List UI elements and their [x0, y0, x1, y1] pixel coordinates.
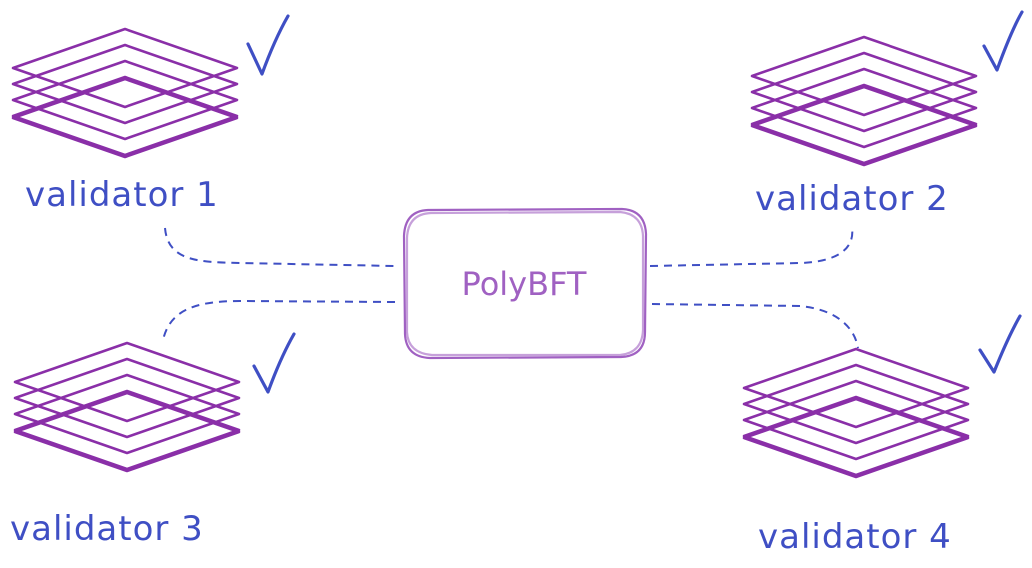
connector-validator-2	[649, 227, 854, 267]
polybft-node: PolyBFT	[402, 207, 648, 360]
checkmark-icon	[982, 10, 1024, 72]
validator-3: validator 3	[10, 332, 296, 549]
checkmark-icon	[246, 14, 290, 76]
validator-1: validator 1	[11, 14, 290, 215]
layer-stack-icon	[11, 27, 239, 159]
connector-validator-3	[162, 299, 396, 341]
validator-3-label: validator 3	[10, 509, 204, 549]
connector-validator-4	[651, 303, 859, 349]
validator-1-label: validator 1	[25, 175, 219, 215]
checkmark-icon	[978, 314, 1022, 374]
validator-2-label: validator 2	[755, 179, 949, 219]
layer-stack-icon	[750, 35, 978, 167]
polybft-label: PolyBFT	[462, 265, 587, 303]
connector-validator-1	[164, 227, 396, 267]
checkmark-icon	[252, 332, 296, 394]
validator-4: validator 4	[742, 314, 1022, 557]
layer-stack-icon	[13, 341, 241, 473]
validator-2: validator 2	[750, 10, 1024, 219]
layer-stack-icon	[742, 347, 970, 479]
validator-4-label: validator 4	[758, 517, 952, 557]
